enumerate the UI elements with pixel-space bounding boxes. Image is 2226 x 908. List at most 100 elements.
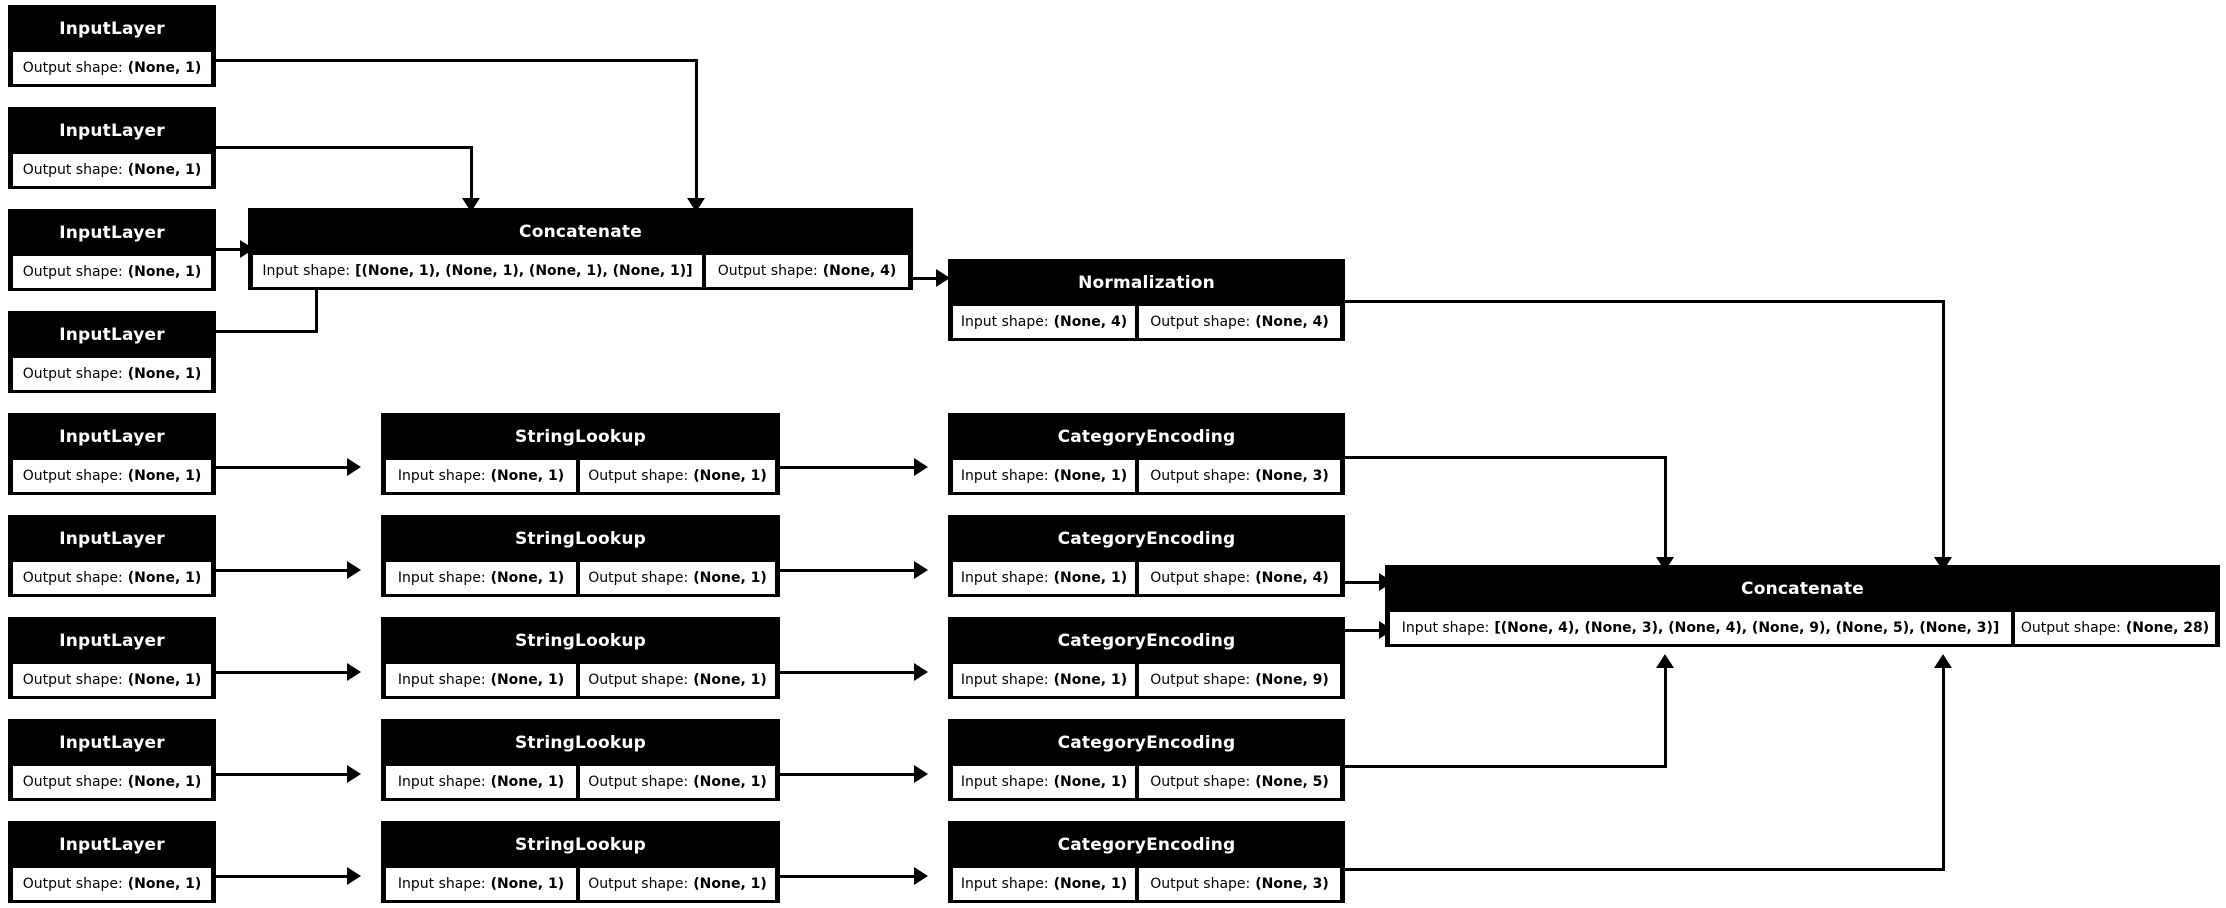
output-shape-cell: Output shape: (None, 3) bbox=[1137, 458, 1342, 494]
output-shape-value: (None, 1) bbox=[127, 876, 202, 892]
node-shape-row: Output shape: (None, 1) bbox=[11, 458, 213, 494]
node-shape-row: Output shape: (None, 1) bbox=[11, 356, 213, 392]
input-shape-cell: Input shape: [(None, 4), (None, 3), (Non… bbox=[1388, 610, 2013, 646]
input-shape-cell: Input shape: (None, 1) bbox=[951, 458, 1137, 494]
node-title: StringLookup bbox=[384, 620, 777, 662]
edge-num-input-1-v bbox=[695, 59, 698, 206]
node-string-lookup-2[interactable]: StringLookup Input shape: (None, 1) Outp… bbox=[381, 515, 780, 597]
input-shape-cell: Input shape: (None, 1) bbox=[384, 662, 578, 698]
node-shape-row: Output shape: (None, 1) bbox=[11, 152, 213, 188]
input-shape-label: Input shape: bbox=[960, 570, 1049, 586]
node-input-layer-numeric-1[interactable]: InputLayer Output shape: (None, 1) bbox=[8, 5, 216, 87]
output-shape-label: Output shape: bbox=[1150, 876, 1251, 892]
output-shape-label: Output shape: bbox=[1150, 570, 1251, 586]
output-shape-label: Output shape: bbox=[1150, 314, 1251, 330]
node-title: InputLayer bbox=[11, 314, 213, 356]
output-shape-label: Output shape: bbox=[22, 162, 123, 178]
node-concatenate-final[interactable]: Concatenate Input shape: [(None, 4), (No… bbox=[1385, 565, 2220, 647]
output-shape-label: Output shape: bbox=[22, 774, 123, 790]
edge-lookup-4-h bbox=[780, 773, 920, 776]
input-shape-value: (None, 1) bbox=[1053, 570, 1128, 586]
node-shape-row: Input shape: (None, 1) Output shape: (No… bbox=[384, 764, 777, 800]
node-title: InputLayer bbox=[11, 722, 213, 764]
output-shape-value: (None, 4) bbox=[1255, 314, 1329, 330]
output-shape-cell: Output shape: (None, 5) bbox=[1137, 764, 1342, 800]
output-shape-label: Output shape: bbox=[22, 264, 123, 280]
output-shape-label: Output shape: bbox=[588, 876, 689, 892]
input-shape-label: Input shape: bbox=[397, 570, 486, 586]
node-title: InputLayer bbox=[11, 8, 213, 50]
node-input-layer-numeric-2[interactable]: InputLayer Output shape: (None, 1) bbox=[8, 107, 216, 189]
node-input-layer-numeric-3[interactable]: InputLayer Output shape: (None, 1) bbox=[8, 209, 216, 291]
input-shape-cell: Input shape: (None, 1) bbox=[384, 764, 578, 800]
node-title: Normalization bbox=[951, 262, 1342, 304]
output-shape-value: (None, 3) bbox=[1255, 876, 1329, 892]
output-shape-label: Output shape: bbox=[1150, 468, 1251, 484]
input-shape-label: Input shape: bbox=[960, 672, 1049, 688]
node-concatenate-numeric[interactable]: Concatenate Input shape: [(None, 1), (No… bbox=[248, 208, 913, 290]
output-shape-cell: Output shape: (None, 3) bbox=[1137, 866, 1342, 902]
output-shape-label: Output shape: bbox=[22, 672, 123, 688]
edge-encoding-4-arrow bbox=[1656, 654, 1674, 668]
edge-encoding-5-arrow bbox=[1934, 654, 1952, 668]
node-shape-row: Input shape: (None, 1) Output shape: (No… bbox=[384, 662, 777, 698]
edge-cat-input-5-arrow bbox=[347, 867, 361, 885]
node-title: CategoryEncoding bbox=[951, 620, 1342, 662]
node-category-encoding-2[interactable]: CategoryEncoding Input shape: (None, 1) … bbox=[948, 515, 1345, 597]
node-shape-row: Output shape: (None, 1) bbox=[11, 560, 213, 596]
output-shape-label: Output shape: bbox=[2020, 620, 2121, 636]
output-shape-value: (None, 1) bbox=[127, 672, 202, 688]
node-title: CategoryEncoding bbox=[951, 416, 1342, 458]
output-shape-label: Output shape: bbox=[22, 468, 123, 484]
node-category-encoding-1[interactable]: CategoryEncoding Input shape: (None, 1) … bbox=[948, 413, 1345, 495]
edge-cat-input-3-arrow bbox=[347, 663, 361, 681]
edge-cat-input-4-h bbox=[213, 773, 353, 776]
node-string-lookup-1[interactable]: StringLookup Input shape: (None, 1) Outp… bbox=[381, 413, 780, 495]
node-title: CategoryEncoding bbox=[951, 722, 1342, 764]
node-shape-row: Output shape: (None, 1) bbox=[11, 254, 213, 290]
node-input-layer-categorical-2[interactable]: InputLayer Output shape: (None, 1) bbox=[8, 515, 216, 597]
node-category-encoding-4[interactable]: CategoryEncoding Input shape: (None, 1) … bbox=[948, 719, 1345, 801]
output-shape-value: (None, 4) bbox=[1255, 570, 1329, 586]
output-shape-cell: Output shape: (None, 1) bbox=[11, 764, 213, 800]
edge-lookup-3-arrow bbox=[914, 663, 928, 681]
node-input-layer-categorical-5[interactable]: InputLayer Output shape: (None, 1) bbox=[8, 821, 216, 903]
node-category-encoding-3[interactable]: CategoryEncoding Input shape: (None, 1) … bbox=[948, 617, 1345, 699]
input-shape-cell: Input shape: (None, 1) bbox=[384, 866, 578, 902]
edge-cat-input-1-h bbox=[213, 466, 353, 469]
output-shape-value: (None, 1) bbox=[127, 60, 202, 76]
node-string-lookup-5[interactable]: StringLookup Input shape: (None, 1) Outp… bbox=[381, 821, 780, 903]
node-input-layer-categorical-1[interactable]: InputLayer Output shape: (None, 1) bbox=[8, 413, 216, 495]
node-shape-row: Input shape: (None, 1) Output shape: (No… bbox=[384, 866, 777, 902]
output-shape-value: (None, 4) bbox=[822, 263, 897, 279]
node-string-lookup-3[interactable]: StringLookup Input shape: (None, 1) Outp… bbox=[381, 617, 780, 699]
edge-normalization-v bbox=[1942, 300, 1945, 565]
node-shape-row: Input shape: (None, 4) Output shape: (No… bbox=[951, 304, 1342, 340]
node-input-layer-categorical-3[interactable]: InputLayer Output shape: (None, 1) bbox=[8, 617, 216, 699]
edge-num-input-4-v bbox=[315, 288, 318, 333]
node-string-lookup-4[interactable]: StringLookup Input shape: (None, 1) Outp… bbox=[381, 719, 780, 801]
input-shape-cell: Input shape: (None, 1) bbox=[951, 662, 1137, 698]
node-shape-row: Input shape: (None, 1) Output shape: (No… bbox=[384, 560, 777, 596]
node-normalization[interactable]: Normalization Input shape: (None, 4) Out… bbox=[948, 259, 1345, 341]
edge-num-input-3-h bbox=[213, 248, 246, 251]
input-shape-value: (None, 1) bbox=[490, 774, 565, 790]
input-shape-label: Input shape: bbox=[262, 263, 351, 279]
edge-normalization-h bbox=[1345, 300, 1945, 303]
input-shape-label: Input shape: bbox=[397, 774, 486, 790]
node-title: InputLayer bbox=[11, 824, 213, 866]
edge-lookup-2-arrow bbox=[914, 561, 928, 579]
edge-cat-input-4-arrow bbox=[347, 765, 361, 783]
output-shape-cell: Output shape: (None, 1) bbox=[11, 254, 213, 290]
edge-lookup-3-h bbox=[780, 671, 920, 674]
output-shape-label: Output shape: bbox=[22, 876, 123, 892]
output-shape-value: (None, 1) bbox=[127, 162, 202, 178]
node-input-layer-numeric-4[interactable]: InputLayer Output shape: (None, 1) bbox=[8, 311, 216, 393]
node-category-encoding-5[interactable]: CategoryEncoding Input shape: (None, 1) … bbox=[948, 821, 1345, 903]
output-shape-label: Output shape: bbox=[22, 366, 123, 382]
edge-lookup-1-h bbox=[780, 466, 920, 469]
node-input-layer-categorical-4[interactable]: InputLayer Output shape: (None, 1) bbox=[8, 719, 216, 801]
output-shape-value: (None, 1) bbox=[693, 468, 767, 484]
node-title: StringLookup bbox=[384, 722, 777, 764]
